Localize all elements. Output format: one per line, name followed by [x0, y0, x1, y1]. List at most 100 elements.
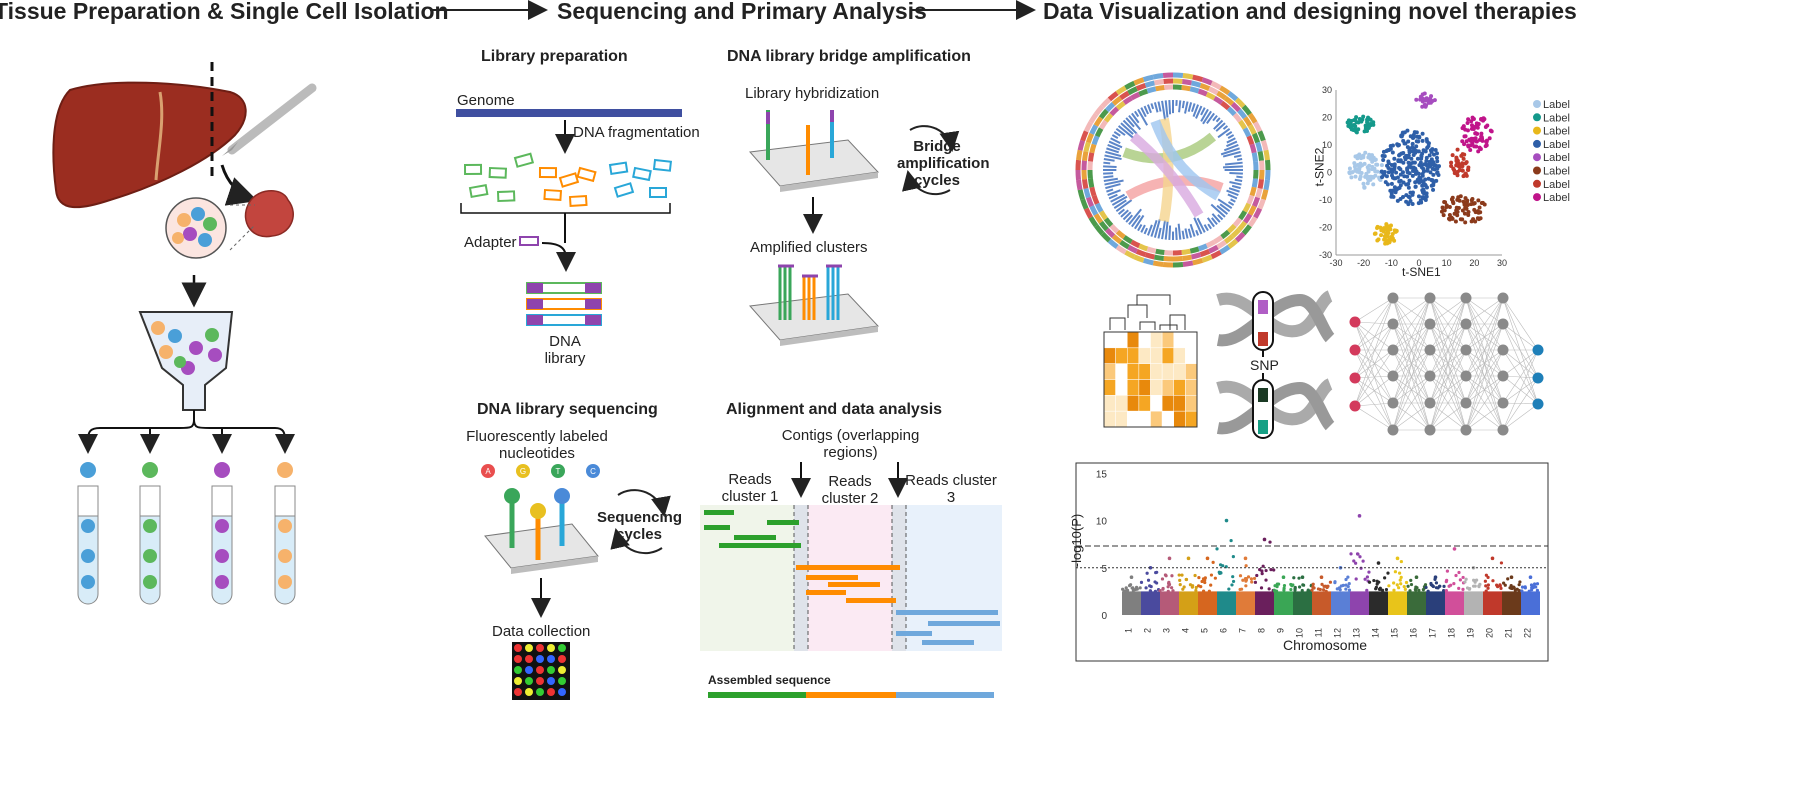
snp-point [1194, 588, 1198, 593]
circos-bar [1150, 220, 1158, 237]
snp-point [1148, 589, 1153, 593]
circos-segment [1230, 102, 1241, 113]
snp-point [1347, 588, 1352, 592]
tsne-point [1474, 144, 1479, 149]
circos-segment [1182, 254, 1193, 261]
snp-point [1276, 582, 1281, 586]
circos-segment [1230, 227, 1241, 238]
circos-bar [1222, 165, 1243, 169]
dna-fragment [538, 166, 558, 179]
tsne-point [1386, 238, 1391, 243]
circos-bar [1105, 150, 1122, 158]
circos-segment [1216, 90, 1227, 101]
circos-segment [1249, 186, 1257, 197]
tsne-point [1477, 145, 1482, 150]
circos-bar [1211, 217, 1218, 226]
snp-peak [1281, 575, 1286, 580]
snp-point [1337, 586, 1342, 590]
circos-segment [1094, 202, 1104, 213]
network-node [1460, 318, 1472, 330]
chromosome-band [1236, 591, 1255, 615]
circos-segment [1133, 77, 1145, 86]
circos-bar [1215, 122, 1226, 132]
circos-segment [1109, 106, 1120, 117]
network-node [1424, 370, 1436, 382]
circos-segment [1219, 244, 1231, 255]
tsne-point [1372, 231, 1377, 236]
tsne-xtick: -20 [1357, 258, 1370, 268]
tsne-point [1460, 139, 1465, 144]
tsne-point [1454, 163, 1459, 168]
circos-segment [1098, 119, 1108, 130]
circos-bar [1153, 102, 1159, 113]
snp-point [1346, 575, 1350, 579]
tsne-point [1394, 170, 1399, 175]
circos-segment [1241, 104, 1252, 116]
tsne-point [1426, 100, 1431, 105]
circos-segment [1155, 248, 1165, 256]
tsne-point [1463, 220, 1468, 225]
snp-point [1282, 588, 1286, 592]
tsne-point [1366, 167, 1371, 172]
snp-point [1324, 589, 1328, 593]
circos-bar [1230, 198, 1236, 203]
tsne-point [1483, 144, 1488, 149]
tsne-point [1358, 154, 1363, 159]
tsne-point [1425, 139, 1430, 144]
snp-point [1261, 564, 1265, 568]
snp-point [1457, 570, 1461, 575]
tsne-point [1375, 225, 1380, 230]
tsne-point [1398, 167, 1403, 172]
tsne-point [1461, 156, 1466, 161]
tsne-point [1377, 175, 1382, 180]
snp-point [1354, 577, 1358, 581]
tsne-point [1370, 164, 1375, 169]
tsne-point [1431, 172, 1436, 177]
circos-segment [1227, 91, 1239, 102]
read [896, 631, 932, 636]
genome-label: Genome [457, 92, 515, 109]
tsne-point [1444, 203, 1449, 208]
circos-segment [1119, 239, 1130, 250]
circos-segment [1237, 108, 1248, 120]
snp-point [1414, 588, 1418, 592]
circos-bar [1111, 195, 1128, 206]
snp-peak [1262, 537, 1267, 542]
manhattan-ytick: 15 [1096, 469, 1108, 480]
chromosome-band [1141, 591, 1160, 615]
network-node [1349, 316, 1361, 328]
assembled-label: Assembled sequence [708, 673, 831, 687]
nucleotide-label: G [520, 467, 526, 476]
snp-peak [1395, 556, 1400, 561]
circos-segment [1083, 207, 1093, 219]
circos-segment [1210, 250, 1222, 260]
circos-bar [1195, 229, 1200, 236]
tsne-point [1390, 150, 1395, 155]
chromosome-tick: 7 [1238, 628, 1248, 633]
snp-point [1269, 568, 1273, 572]
tsne-point [1434, 178, 1439, 183]
snp-point [1302, 583, 1306, 587]
tsne-point [1368, 177, 1373, 182]
circos-segment [1234, 231, 1246, 243]
snp-point [1484, 589, 1488, 593]
circos-segment [1153, 254, 1164, 261]
tsne-point [1423, 177, 1428, 182]
sequence-spot [525, 677, 533, 685]
tsne-point [1442, 200, 1447, 205]
snp-point [1498, 583, 1502, 587]
tsne-point [1366, 155, 1371, 160]
tsne-ytick: -20 [1319, 223, 1332, 233]
circos-segment [1083, 187, 1091, 199]
circos-bar [1125, 214, 1134, 223]
circos-segment [1098, 220, 1109, 232]
sequence-spot [525, 688, 533, 696]
snp-point [1333, 581, 1337, 585]
tsne-point [1390, 173, 1395, 178]
snp-point [1203, 578, 1207, 582]
sequence-spot [547, 644, 555, 652]
sequence-spot [558, 655, 566, 663]
circos-segment [1080, 198, 1089, 210]
